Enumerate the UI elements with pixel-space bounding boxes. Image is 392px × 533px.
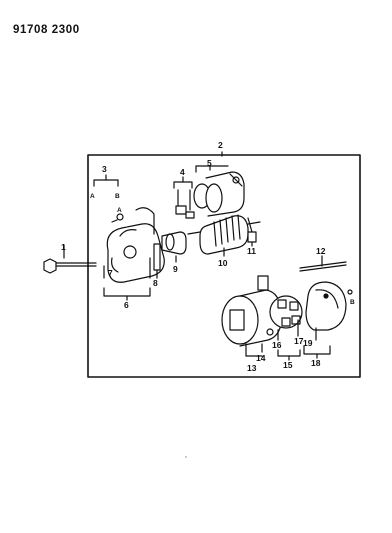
callout-8: 8 <box>153 278 158 288</box>
gear-parts <box>175 189 195 219</box>
callout-9: 9 <box>173 264 178 274</box>
callout-3b: B <box>115 193 120 200</box>
callout-4: 4 <box>180 167 185 177</box>
callout-2: 2 <box>218 140 223 150</box>
callout-a-screw: A <box>117 207 122 214</box>
callout-3a: A <box>90 193 95 200</box>
callout-11: 11 <box>247 246 256 256</box>
callout-18: 18 <box>311 358 321 368</box>
callout-17: 17 <box>294 336 304 346</box>
callout-7: 7 <box>108 268 113 278</box>
callout-1: 1 <box>61 242 66 252</box>
callout-14: 14 <box>256 353 266 363</box>
callout-5: 5 <box>207 158 212 168</box>
armature <box>187 214 261 257</box>
callout-16: 16 <box>272 340 282 350</box>
brush-holder <box>269 295 303 329</box>
callout-10: 10 <box>218 258 228 268</box>
overrunning-clutch <box>161 231 187 263</box>
lever-spring <box>153 243 161 279</box>
callout-3: 3 <box>102 164 107 174</box>
through-bolt <box>43 258 97 274</box>
yoke-field-housing <box>221 275 283 347</box>
callout-15: 15 <box>283 360 293 370</box>
armature-bolt <box>247 217 257 247</box>
solenoid-switch <box>193 171 245 217</box>
callout-12: 12 <box>316 246 326 256</box>
rear-end-frame <box>305 281 353 331</box>
small-screw-a <box>111 213 124 223</box>
diagram-part-number: 91708 2300 <box>13 24 80 36</box>
callout-6: 6 <box>124 300 129 310</box>
callout-b-end: B <box>350 299 355 306</box>
long-through-bolt <box>299 255 347 272</box>
callout-13: 13 <box>247 363 257 373</box>
callout-19: 19 <box>303 338 313 348</box>
